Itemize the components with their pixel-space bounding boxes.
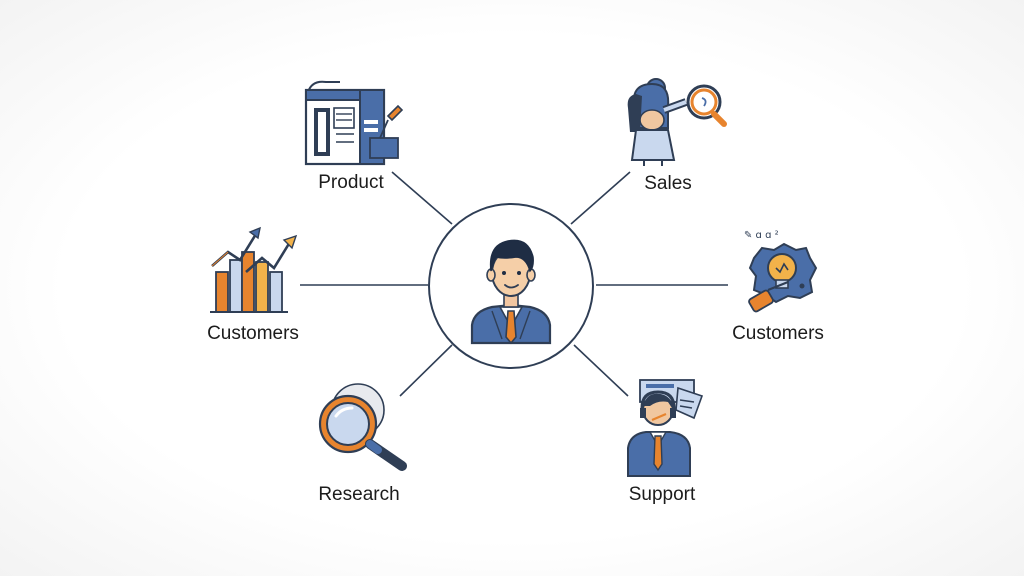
node-label-sales: Sales [644, 173, 692, 194]
support-agent-icon [627, 379, 704, 477]
svg-text:✎ ɑ ɑ ²: ✎ ɑ ɑ ² [744, 230, 779, 241]
growth-chart-icon [210, 226, 298, 313]
connector-support [573, 344, 629, 397]
magnifier-person-icon [627, 78, 727, 166]
center-hub [428, 203, 594, 369]
connector-sales [570, 171, 631, 225]
magnifying-glass-icon [318, 383, 407, 471]
node-label-support: Support [628, 484, 696, 505]
node-label-customers-right: Customers [732, 323, 824, 344]
businessman-avatar-icon [470, 239, 552, 345]
document-board-icon [304, 80, 404, 166]
node-label-research: Research [318, 484, 400, 505]
connector-research [399, 344, 453, 397]
node-label-product: Product [318, 172, 384, 193]
lightbulb-gear-icon: ✎ ɑ ɑ ² [744, 230, 818, 313]
connector-product [391, 171, 453, 225]
node-label-customers-left: Customers [207, 323, 299, 344]
